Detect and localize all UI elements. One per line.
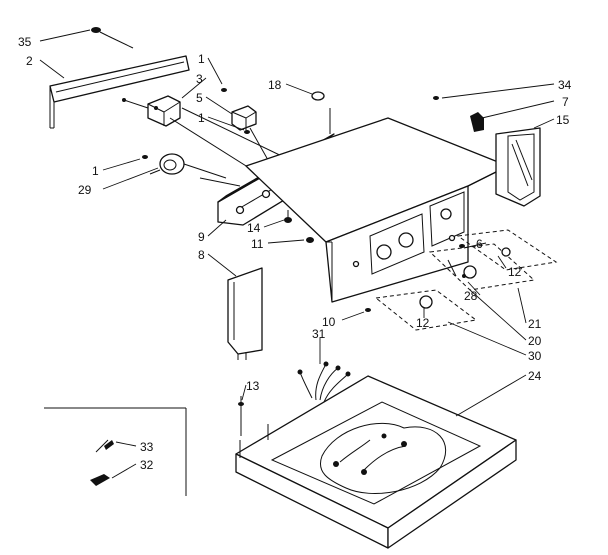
callout-34-text: 34 (558, 78, 572, 92)
callout-32-text: 32 (140, 458, 154, 472)
callout-31-text: 31 (312, 327, 326, 341)
callout-33-text: 33 (140, 440, 154, 454)
inset-box (44, 407, 187, 496)
callout-1-text: 1 (198, 52, 205, 66)
screw-35-part (91, 27, 109, 37)
callout-18-text: 18 (268, 78, 282, 92)
callout-13-text: 13 (246, 379, 260, 393)
timer-switch-part (147, 95, 181, 127)
wire-harness-part (297, 361, 351, 403)
callout-9-text: 9 (198, 230, 205, 244)
callout-24-text: 24 (528, 369, 542, 383)
console-cabinet-part (245, 117, 509, 303)
connector-33-part (95, 439, 114, 453)
callout-29-text: 29 (78, 183, 92, 197)
trim-strip-part (49, 55, 190, 129)
callout-7-text: 7 (562, 95, 569, 109)
callout-1-text: 1 (92, 164, 99, 178)
callout-21-text: 21 (528, 317, 542, 331)
clip-7-part (470, 112, 484, 132)
clip-32-part (90, 474, 110, 486)
bracket-15-part (495, 127, 541, 207)
callout-8-text: 8 (198, 248, 205, 262)
callout-35-text: 35 (18, 35, 32, 49)
screw-18-part (311, 91, 325, 101)
callout-11-text: 11 (251, 237, 264, 251)
callout-15-text: 15 (556, 113, 570, 127)
callout-14-text: 14 (247, 221, 261, 235)
base-part (235, 375, 517, 549)
callout-2-text: 2 (26, 54, 33, 68)
callout-5-text: 5 (196, 91, 203, 105)
leader-lines (39, 29, 555, 479)
callout-28-text: 28 (464, 289, 478, 303)
component-group-right (374, 229, 558, 331)
callout-20-text: 20 (528, 334, 542, 348)
callout-10-text: 10 (322, 315, 336, 329)
side-panel-part (227, 267, 263, 360)
callout-12-text: 12 (416, 316, 430, 330)
callout-3-text: 3 (196, 72, 203, 86)
switch-5-part (231, 105, 257, 131)
callout-1-text: 1 (198, 111, 205, 125)
callout-6-text: 6 (476, 237, 483, 251)
callout-30-text: 30 (528, 349, 542, 363)
callout-12-text: 12 (508, 265, 522, 279)
rotary-switch-part (149, 153, 227, 179)
